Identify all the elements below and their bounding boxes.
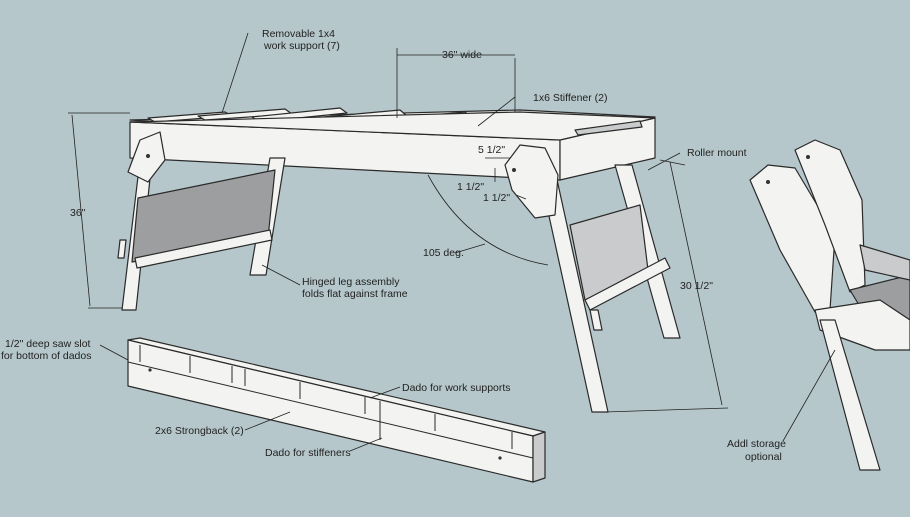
label-hinged-2: folds flat against frame bbox=[302, 288, 408, 300]
label-storage-1: Addl storage bbox=[727, 438, 786, 450]
label-work-support-2: work support (7) bbox=[263, 40, 340, 52]
bench-top-frame bbox=[129, 107, 656, 181]
leader-lines bbox=[99, 32, 836, 452]
label-dim-5-half: 5 1/2" bbox=[478, 144, 505, 156]
label-dim-1-half-b: 1 1/2" bbox=[483, 192, 510, 204]
left-leg-assembly bbox=[117, 131, 286, 311]
label-hinged-1: Hinged leg assembly bbox=[302, 276, 400, 288]
folded-bench bbox=[749, 139, 910, 471]
right-leg-assembly bbox=[504, 144, 681, 413]
strongback-detail bbox=[127, 337, 546, 483]
label-work-support-1: Removable 1x4 bbox=[262, 28, 335, 40]
label-roller-mount: Roller mount bbox=[687, 147, 747, 159]
label-dado-stiffeners: Dado for stiffeners bbox=[265, 447, 351, 459]
label-stiffener: 1x6 Stiffener (2) bbox=[533, 92, 608, 104]
dimension-lines bbox=[68, 48, 729, 413]
label-saw-slot-1: 1/2" deep saw slot bbox=[5, 338, 91, 350]
label-height-36: 36" bbox=[70, 207, 86, 219]
label-storage-2: optional bbox=[745, 451, 782, 463]
label-saw-slot-2: for bottom of dados bbox=[1, 350, 91, 362]
annotation-labels: Removable 1x4 work support (7) 36" wide … bbox=[1, 28, 786, 463]
label-height-30-half: 30 1/2" bbox=[680, 280, 713, 292]
label-width: 36" wide bbox=[442, 49, 482, 61]
label-dim-1-half-a: 1 1/2" bbox=[457, 181, 484, 193]
label-angle: 105 deg. bbox=[423, 247, 464, 259]
label-dado-supports: Dado for work supports bbox=[402, 382, 511, 394]
label-strongback: 2x6 Strongback (2) bbox=[155, 425, 244, 437]
